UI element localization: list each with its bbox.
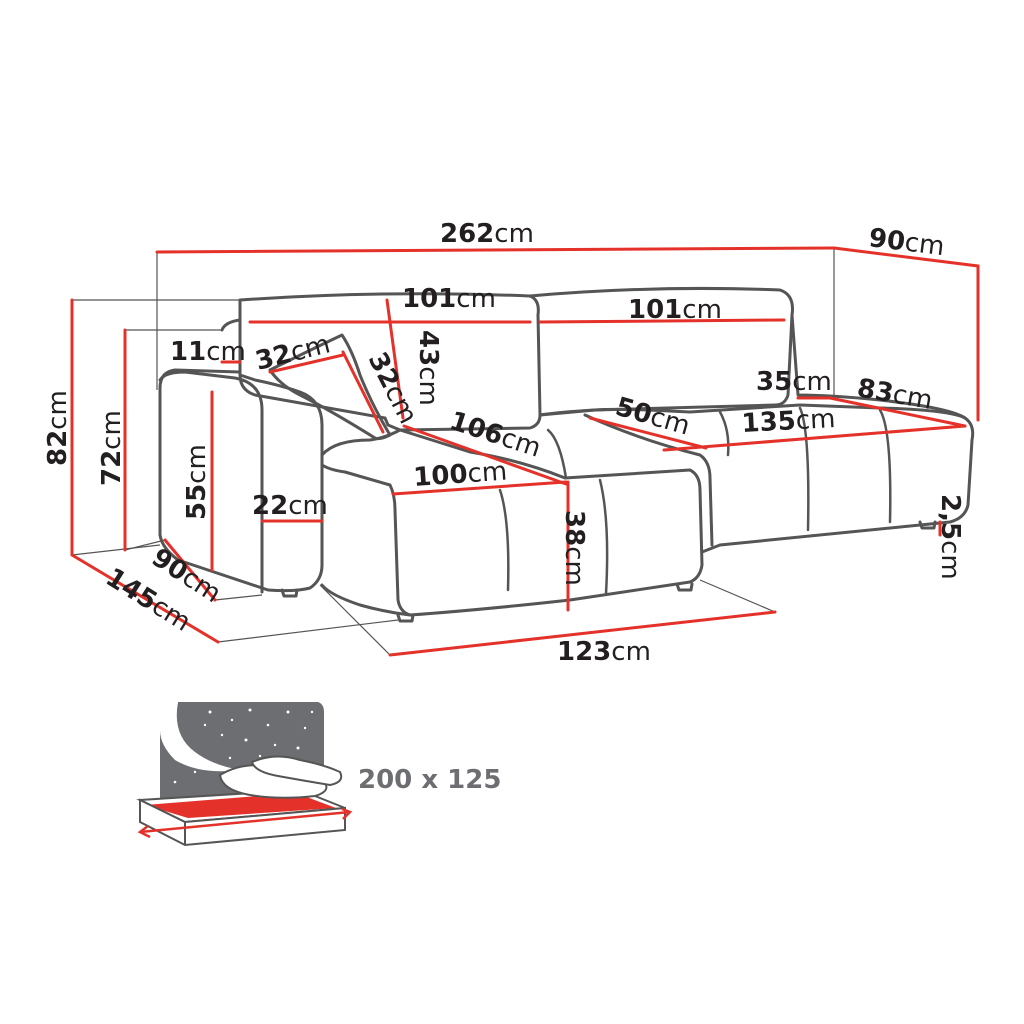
leg <box>918 520 937 530</box>
label-back-left: 101cm <box>402 284 496 314</box>
dim-line-seat-depth <box>588 416 708 450</box>
dim-line-chaise-depth-145 <box>70 553 220 644</box>
dim-line-back-right <box>538 318 786 324</box>
stars <box>173 708 317 784</box>
sheet <box>145 793 336 818</box>
label-seat-height: 38cm <box>559 510 589 586</box>
dim-line-back-height <box>385 298 405 420</box>
chaise-front <box>320 463 412 617</box>
leg <box>675 582 694 592</box>
seam <box>598 478 609 596</box>
side-arm-right <box>790 313 967 420</box>
seam <box>718 410 730 457</box>
label-arm-height: 55cm <box>182 444 212 520</box>
leg <box>280 588 299 598</box>
main-seat-front <box>583 413 714 547</box>
dim-line-side-width <box>828 396 967 428</box>
seam <box>798 406 810 532</box>
dimension-labels: 262cm 90cm 101cm 101cm 43cm 11cm 32cm 32… <box>43 219 965 667</box>
bed-size-label: 200 x 125 <box>358 765 501 795</box>
moon <box>160 702 240 772</box>
main-seat <box>538 403 975 554</box>
dimension-lines <box>70 246 980 657</box>
dim-line-chaise-width <box>391 480 568 496</box>
label-back-height-72: 72cm <box>97 410 127 486</box>
dim-line-pillow-width <box>268 353 345 374</box>
seam <box>546 428 568 480</box>
seam <box>878 408 892 524</box>
label-side-depth: 35cm <box>756 367 832 397</box>
label-chaise-depth: 106cm <box>446 406 545 464</box>
dim-line-chaise-width-123 <box>388 610 777 657</box>
dim-line-seat-width <box>662 424 967 452</box>
dim-line-arm-depth <box>163 538 217 602</box>
label-leg-height: 2,5cm <box>935 494 965 580</box>
label-side-width: 83cm <box>855 373 935 416</box>
label-back-height: 43cm <box>413 330 443 406</box>
label-arm-width: 11cm <box>170 337 246 367</box>
label-total-height: 82cm <box>43 390 73 466</box>
label-back-right: 101cm <box>628 295 722 325</box>
label-pillow-width: 32cm <box>252 329 333 376</box>
label-seat-width: 135cm <box>741 404 836 439</box>
armrest-left <box>158 318 324 593</box>
label-total-width: 262cm <box>440 219 534 249</box>
label-chaise-width-123: 123cm <box>557 637 651 667</box>
dim-line-pillow-height <box>341 350 385 434</box>
chaise-seat <box>320 428 704 617</box>
dim-line-total-width <box>155 246 836 254</box>
pillow-icon <box>250 755 343 787</box>
dim-line-chaise-depth <box>402 424 568 486</box>
bed-icon <box>136 702 353 847</box>
leg <box>396 613 415 623</box>
label-chaise-width: 100cm <box>412 457 508 493</box>
dim-line-depth <box>832 246 980 422</box>
label-arm-thickness: 22cm <box>252 491 328 521</box>
sofa-outline <box>158 286 975 623</box>
seam <box>498 488 510 592</box>
armrest-left-top <box>158 370 264 594</box>
bed-dim-line <box>139 810 351 834</box>
back-cushion-left <box>238 292 542 432</box>
label-depth: 90cm <box>867 223 946 262</box>
